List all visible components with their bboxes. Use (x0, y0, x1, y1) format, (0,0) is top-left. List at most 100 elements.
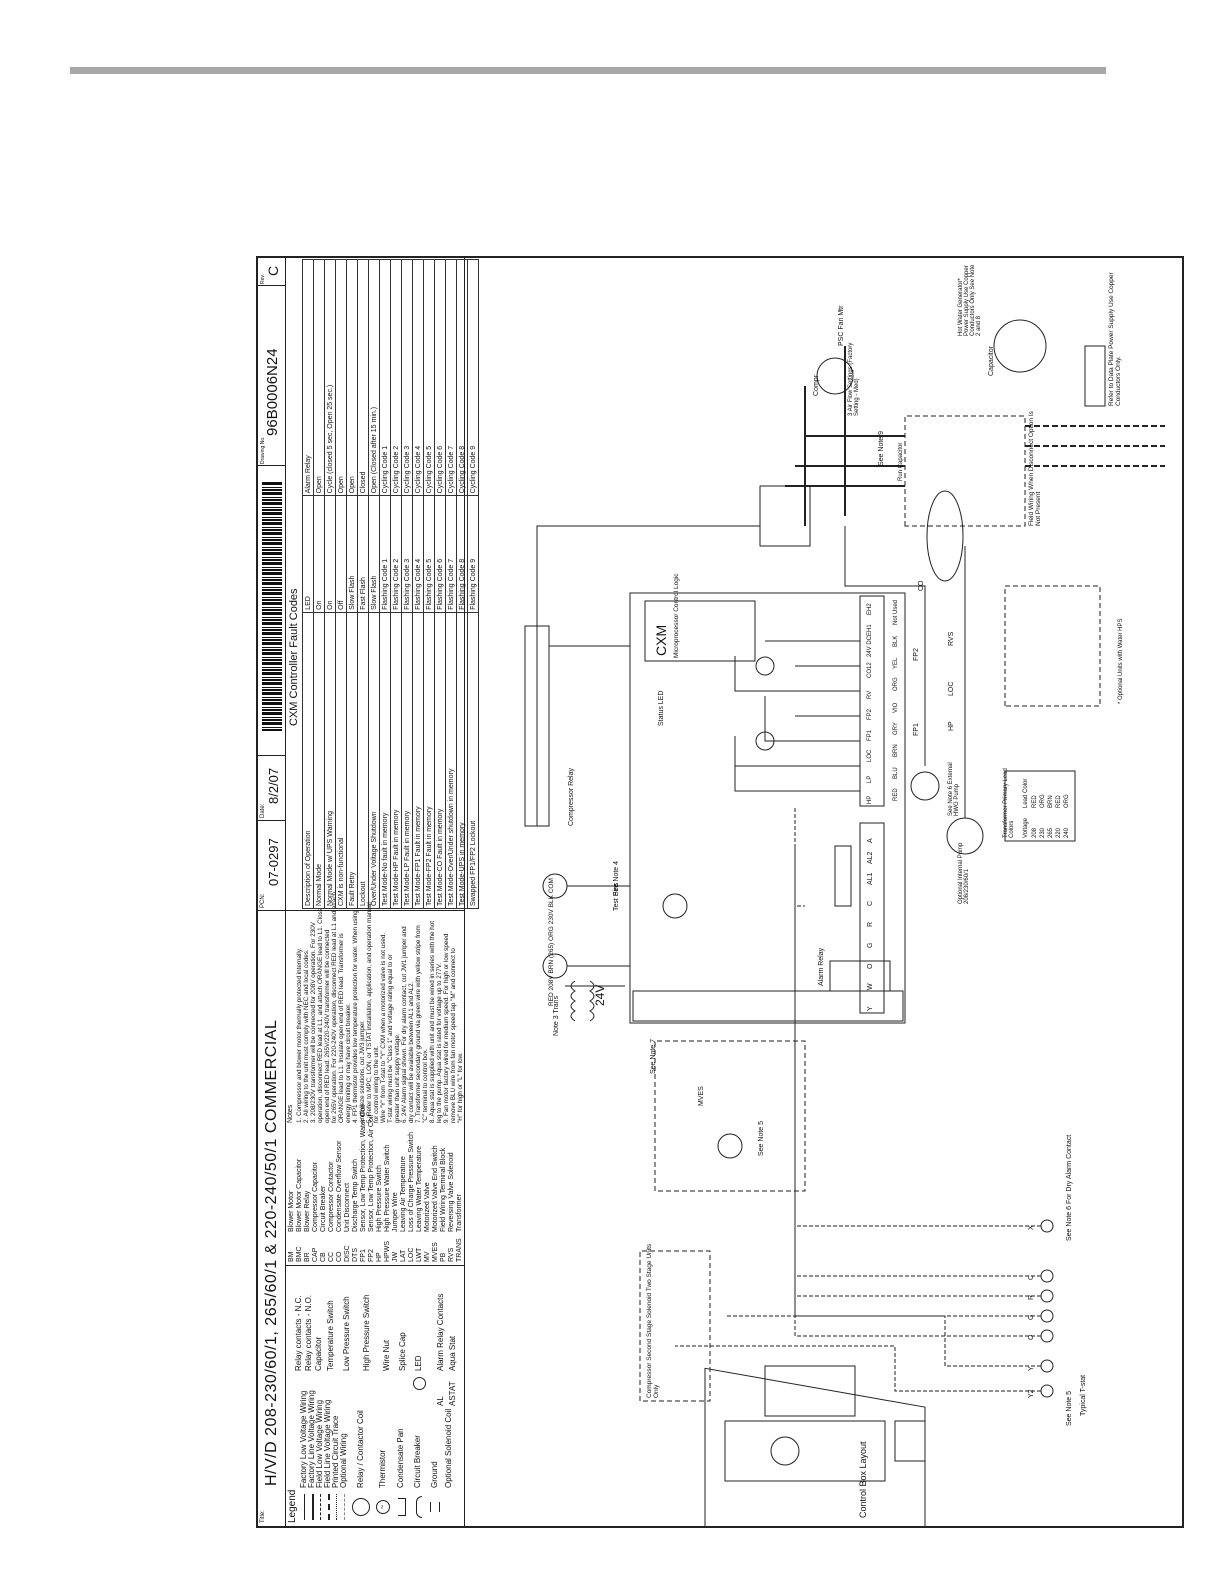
legend-no: Relay contacts - N.O. (304, 1294, 313, 1371)
abbreviation-row: LOCLoss of Charge Pressure Switch (408, 1132, 415, 1262)
wire-color-label: VIO (893, 702, 899, 713)
wiring-schematic (524, 319, 1165, 1526)
transformer-row: 230ORG (1040, 794, 1046, 838)
field-wiring-label: Field Wiring When Disconnect Option Is N… (1028, 411, 1042, 526)
transformer-lead-color: ORG (1040, 794, 1046, 808)
condensate-pan-icon (398, 1498, 406, 1516)
legend-astat-desc: Aqua Stat (448, 1335, 457, 1371)
abbreviation-meaning: Blower Motor (288, 1190, 295, 1232)
abbreviation-row: BRBlower Relay (304, 1191, 311, 1262)
fault-led: Slow Flash (368, 495, 380, 613)
switch-loc: LOC (948, 681, 955, 696)
transformer-table-title: Transformer Primary Lead Colors (1003, 768, 1015, 838)
abbreviation-meaning: High Pressure Switch (376, 1165, 383, 1232)
fault-header-relay: Alarm Relay (302, 259, 314, 496)
tstat-r: R (1028, 1294, 1035, 1300)
p1-terminal: C (867, 900, 874, 906)
fault-alarm-relay: Cycling Code 7 (445, 259, 457, 496)
tstat-o: O (1028, 1334, 1035, 1340)
legend-lps: Low Pressure Switch (342, 1296, 351, 1371)
abbreviation-meaning: Compressor Contactor (328, 1161, 335, 1232)
tstat-g: G (1028, 1314, 1035, 1320)
alarm-relay-label: Alarm Relay (818, 947, 825, 986)
switch-fp1: FP1 (913, 723, 920, 736)
abbreviation-row: MVMotorized Valve (424, 1182, 431, 1262)
tstat-label: Typical T-stat (1080, 1374, 1087, 1416)
abbreviation-row: HP High Pressure Switch (376, 1165, 383, 1262)
drawing-title: H/V/D 208-230/60/1, 265/60/1 & 220-240/5… (263, 1019, 280, 1486)
transformer-row: 220RED (1056, 795, 1062, 838)
fault-led: Slow Flash (346, 495, 358, 613)
hot-water-label: Hot Water Generator* Power Supply Use Co… (958, 264, 982, 336)
rotated-drawing: Title: H/V/D 208-230/60/1, 265/60/1 & 22… (258, 258, 1182, 1526)
thermistor-icon: ~ (376, 1500, 390, 1514)
legend-cap: Capacitor (314, 1336, 323, 1371)
fault-alarm-relay: Cycling Code 6 (434, 259, 446, 496)
tstat-see-note5: See Note 5 (1066, 1390, 1073, 1426)
p2-terminal: EH1 (867, 624, 873, 636)
switch-co: CO (918, 580, 925, 592)
optional-pump-label: Optional Internal Pump 208/230/60/1 (958, 842, 970, 904)
mves-label: MVES (698, 1086, 705, 1106)
abbreviation-code: CB (320, 1252, 327, 1262)
p1-terminal: AL1 (867, 872, 874, 885)
run-capacitor-label: Run Capacitor (898, 442, 904, 481)
led-icon (413, 1377, 426, 1390)
pcn-value: 07-0297 (266, 838, 281, 886)
drawing-no: 96B0006N24 (264, 348, 281, 436)
header-rule (70, 67, 1106, 74)
psc-fan-label: PSC Fan Mtr (838, 305, 845, 346)
legend-coil: Relay / Contactor Coil (356, 1410, 365, 1488)
fault-alarm-relay: Cycling Code 3 (401, 259, 413, 496)
wire-color-label: RED (893, 788, 899, 801)
notes-title: Notes (287, 1104, 294, 1123)
abbreviation-code: LAT (400, 1249, 407, 1262)
p1-terminal: Y (867, 1006, 874, 1011)
p1-terminal: G (867, 942, 874, 948)
p1-terminal: AL2 (867, 851, 874, 864)
fault-alarm-relay: Cycling Code 4 (412, 259, 424, 496)
legend-al-desc: Alarm Relay Contacts (436, 1293, 445, 1371)
abbreviation-code: RVS (448, 1247, 455, 1262)
fault-led: Flashing Code 3 (401, 495, 413, 613)
abbreviation-meaning: Blower Motor Capacitor (296, 1158, 303, 1232)
tstat-x: X (1028, 1225, 1035, 1230)
drawing-no-label: Drawing No. (260, 436, 266, 464)
abbreviation-meaning: Blower Relay (304, 1190, 311, 1232)
fault-led: Fast Flash (357, 495, 369, 613)
fault-description: Test Mode-FP1 Fault in memory (412, 612, 424, 909)
legend-ground: Ground (430, 1461, 439, 1488)
fault-code-table: Description of Operation LED Alarm Relay… (302, 259, 479, 909)
abbreviation-row: BMBlower Motor (288, 1191, 295, 1262)
transformer-voltage: 208 (1032, 827, 1038, 838)
abbreviation-code: HP (376, 1252, 383, 1262)
legend-al: AL (436, 1396, 445, 1406)
abbreviation-row: RVSReversing Valve Solenoid (448, 1152, 455, 1262)
abbreviation-code: MV (424, 1251, 431, 1263)
legend-nc: Relay contacts - N.C. (294, 1295, 303, 1371)
control-box-label: Control Box Layout (858, 1441, 868, 1518)
abbreviation-meaning: Motorized Valve End Switch (432, 1145, 439, 1232)
p2-terminal: CO12 (867, 662, 873, 678)
transformer-header-voltage: Voltage (1023, 817, 1029, 838)
transformer-lead-color: RED (1032, 795, 1038, 808)
fault-led: Flashing Code 7 (445, 495, 457, 613)
fault-description: Lockout (357, 612, 369, 909)
switch-rvs: RVS (948, 631, 955, 646)
legend-line-6: Optional Wiring (339, 1433, 348, 1488)
abbreviation-row: LWTLeaving Water Temperature (416, 1146, 423, 1262)
fault-description: Test Mode-HP Fault in memory (390, 612, 402, 909)
wire-color-label: BLK (893, 635, 899, 647)
abbreviation-row: PBField Wiring Terminal Block (440, 1148, 447, 1262)
transformer-voltage: 240 (1064, 827, 1070, 838)
wire-color-label: BRN (893, 744, 899, 757)
abbreviation-meaning: Sensor, Low Temp Protection, Air Coil (368, 1115, 375, 1232)
date-value: 8/2/07 (266, 767, 281, 804)
transformer-row: 265BRN (1048, 795, 1054, 838)
